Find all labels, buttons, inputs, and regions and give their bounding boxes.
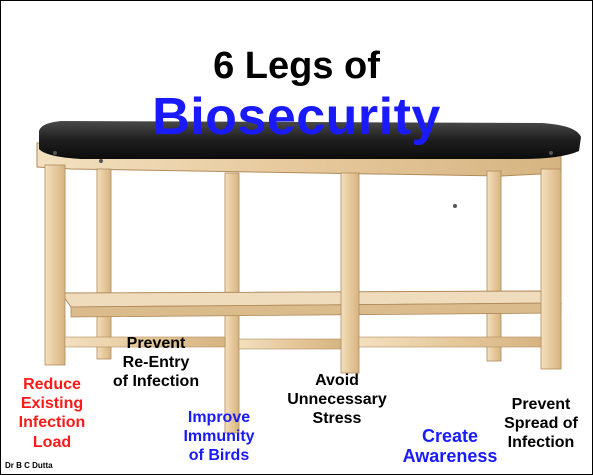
leg-label-6: Prevent Spread of Infection [491,395,591,453]
title-line-2: Biosecurity [1,87,592,147]
table-leg [541,169,561,369]
leg-label-4: Avoid Unnecessary Stress [273,371,401,429]
author-credit: Dr B C Dutta [5,461,53,470]
table-leg [97,169,111,359]
table-leg [487,171,501,361]
leg-label-3: Improve Immunity of Birds [169,408,269,466]
title-line-1: 6 Legs of [1,45,592,88]
leg-label-2: Prevent Re-Entry of Infection [96,334,216,392]
table-leg [45,165,65,365]
table-leg [341,173,359,373]
leg-label-1: Reduce Existing Infection Load [3,375,101,452]
